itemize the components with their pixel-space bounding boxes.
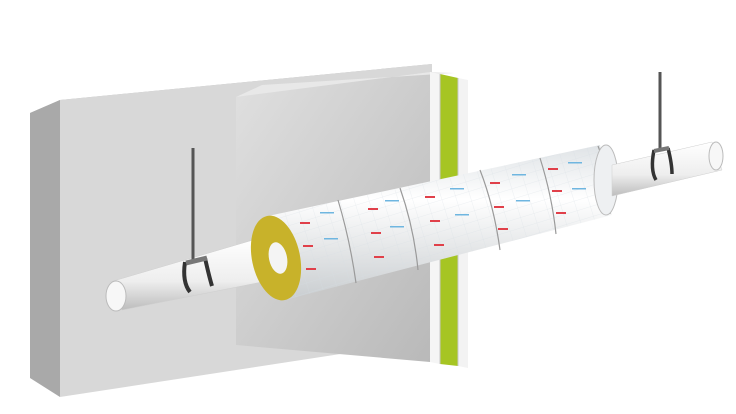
pipe-hanger-left: [182, 148, 214, 294]
insulated-pipe-section: [250, 144, 619, 301]
pipe-bore: [268, 242, 288, 274]
wrap-print-blue: [320, 162, 586, 240]
clamp-screw: [653, 146, 670, 153]
pipe-clamp: [182, 257, 214, 294]
pipe-clamp: [650, 147, 674, 181]
drywall-top-edge: [236, 72, 455, 97]
pipe-hanger-right: [650, 72, 674, 181]
concrete-side-face: [30, 100, 60, 397]
pipe-right: [611, 141, 724, 197]
clamp-screw: [185, 255, 208, 266]
